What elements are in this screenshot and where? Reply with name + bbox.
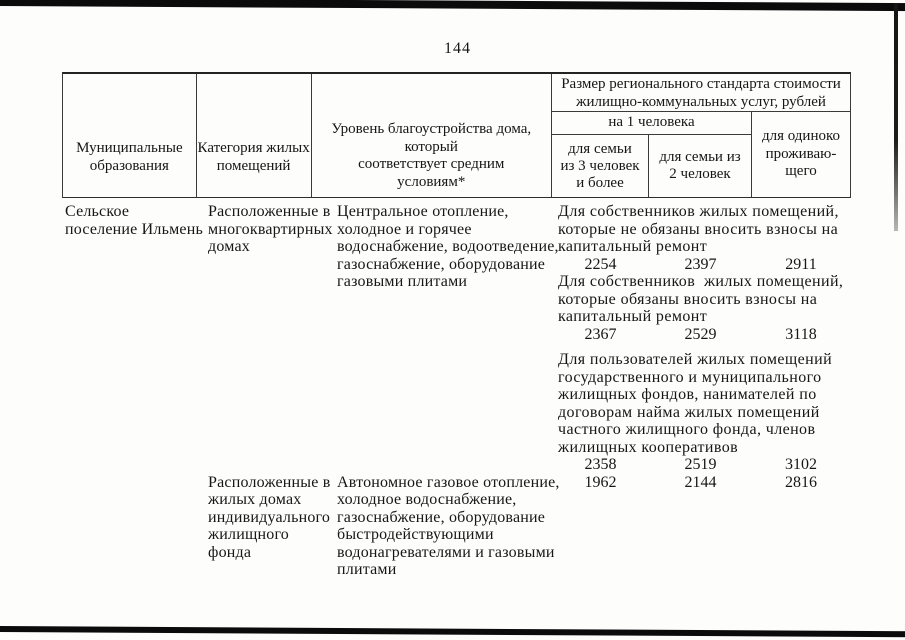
scan-edge-right [894,3,898,231]
value-family-of-3: 2367 [584,325,617,343]
table-body: Сельское поселение Ильмень Расположенные… [62,198,851,579]
header-per-person-group: на 1 человека для семьи из 3 человек и б… [552,112,752,197]
table-row: Сельское поселение Ильмень Расположенные… [62,198,851,474]
block-label: Для собственников жилых помещений, котор… [558,203,839,255]
block-label: Для пользователей жилых помещений госуда… [558,351,833,456]
header-cell-family-of-3: для семьи из 3 человек и более [552,135,649,197]
value-single-resident: 2911 [785,255,817,273]
value-family-of-2: 2529 [684,325,717,343]
value-family-of-2: 2144 [684,473,717,491]
header-cell-municipality: Муниципальные образования [63,74,197,197]
cell-category: Расположенные в многоквартирных домах [208,203,333,255]
cell-amenity: Автономное газовое отопление, холодное в… [337,473,560,579]
cell-cost-values: 1962 2144 2816 [552,474,851,492]
header-family-subrow: для семьи из 3 человек и более для семьи… [552,135,751,197]
owner-with-capital-repair-block: Для собственников жилых помещений, котор… [552,273,851,343]
block-label: Для собственников жилых помещений, котор… [558,273,844,325]
header-cell-per-person: на 1 человека [552,112,751,135]
cell-category: Расположенные в жилых домах индивидуальн… [208,473,331,561]
table-row: Расположенные в жилых домах индивидуальн… [62,474,851,579]
owner-no-capital-repair-block: Для собственников жилых помещений, котор… [552,203,851,273]
tenant-block: Для пользователей жилых помещений госуда… [552,351,851,474]
header-cell-category: Категория жилых помещений [197,74,312,197]
header-cost-subrow: на 1 человека для семьи из 3 человек и б… [552,112,850,197]
values-row: 2254 2397 2911 [552,256,851,274]
cell-municipality: Сельское поселение Ильмень [65,203,203,238]
value-family-of-3: 2358 [584,456,617,473]
header-cell-amenity-level: Уровень благоустройства дома, который со… [312,74,552,197]
values-row: 2367 2529 3118 [552,326,851,344]
value-single-resident: 2816 [785,473,817,491]
value-family-of-2: 2397 [684,255,717,273]
regional-standard-table: Муниципальные образования Категория жилы… [62,72,851,579]
cell-amenity: Центральное отопление, холодное и горяче… [337,203,559,290]
value-single-resident: 3102 [785,456,817,473]
table-header: Муниципальные образования Категория жилы… [62,72,851,198]
value-family-of-3: 1962 [584,473,617,491]
header-cost-group: Размер регионального стандарта стоимости… [552,74,850,197]
scan-edge-bottom [0,626,905,638]
page-number: 144 [444,40,471,57]
value-family-of-3: 2254 [584,255,617,273]
scan-edge-top [0,0,905,12]
value-single-resident: 3118 [785,325,817,343]
cell-cost-values: Для собственников жилых помещений, котор… [552,203,851,474]
header-cell-cost-title: Размер регионального стандарта стоимости… [552,74,850,112]
value-family-of-2: 2519 [684,456,717,473]
header-cell-family-of-2: для семьи из 2 человек [659,149,741,182]
values-row: 1962 2144 2816 [552,474,851,492]
header-cell-single-resident: для одиноко проживаю- щего [761,128,841,180]
values-row: 2358 2519 3102 [552,456,851,474]
